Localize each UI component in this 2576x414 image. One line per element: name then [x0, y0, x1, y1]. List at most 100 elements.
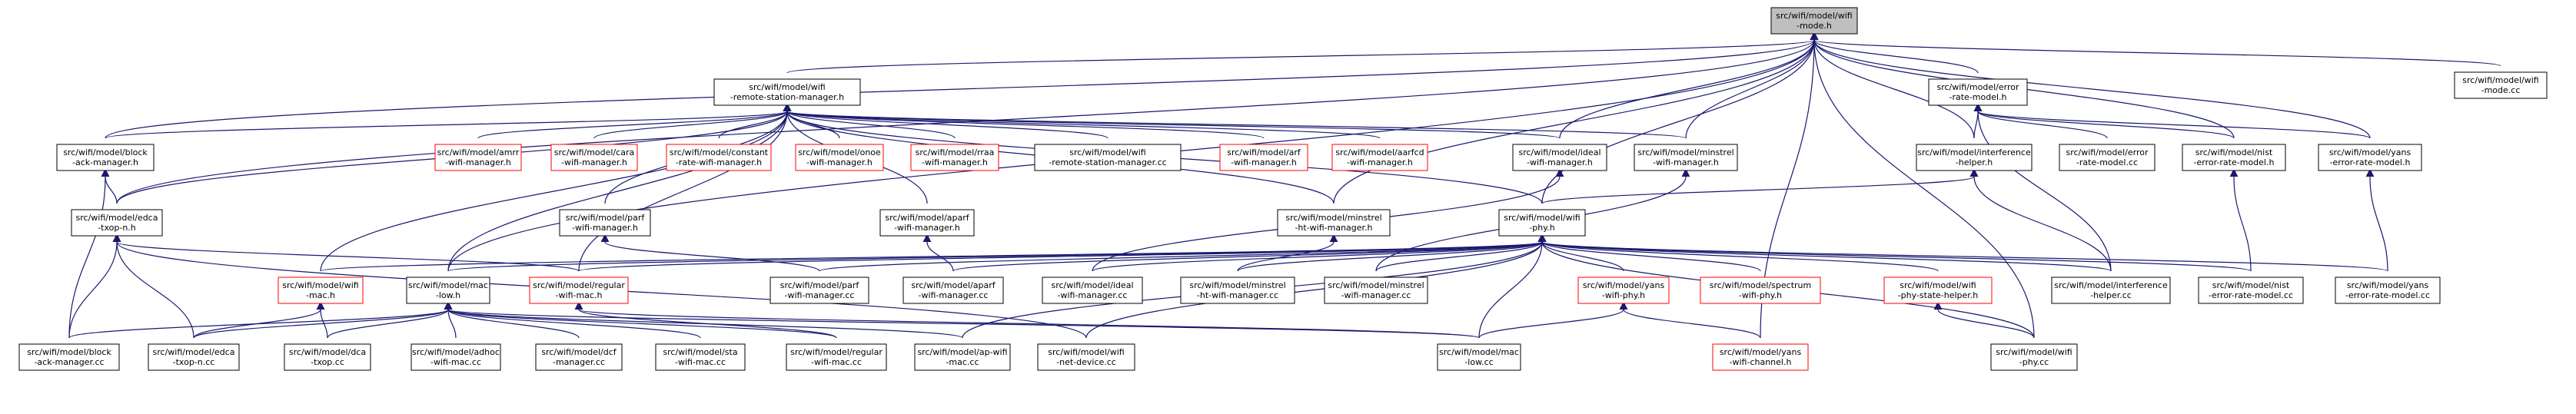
file-node-aarfcd-h[interactable]: src/wifi/model/aarfcd-wifi-manager.h [1331, 144, 1428, 171]
file-node-parf-h[interactable]: src/wifi/model/parf-wifi-manager.h [559, 209, 651, 237]
file-node-dca-cc[interactable]: src/wifi/model/dca-txop.cc [284, 343, 371, 371]
file-node-wrsm-cc[interactable]: src/wifi/model/wifi-remote-station-manag… [1034, 144, 1182, 171]
include-edge [68, 233, 121, 339]
file-node-wifi-mode-cc[interactable]: src/wifi/model/wifi-mode.cc [2454, 71, 2548, 99]
include-edge [1237, 233, 1547, 272]
file-node-label-2: -wifi-manager.h [1527, 157, 1593, 167]
file-node-rraa-h[interactable]: src/wifi/model/rraa-wifi-manager.h [910, 144, 999, 171]
file-node-amrr-h[interactable]: src/wifi/model/amrr-wifi-manager.h [434, 144, 522, 171]
file-node-error-rate-model-cc[interactable]: src/wifi/model/error-rate-model.cc [2059, 144, 2156, 171]
file-node-aparf-h[interactable]: src/wifi/model/aparf-wifi-manager.h [879, 209, 975, 237]
file-node-wifi-phy-h[interactable]: src/wifi/model/wifi-phy.h [1498, 209, 1586, 237]
file-node-label-1: src/wifi/model/wifi [2462, 75, 2538, 85]
file-node-label-2: -wifi-phy.h [1602, 290, 1645, 300]
nodes-layer: src/wifi/model/wifi-mode.h src/wifi/model… [18, 7, 2548, 371]
file-node-wrsm-h[interactable]: src/wifi/model/wifi-remote-station-manag… [713, 78, 861, 106]
file-node-label-2: -wifi-mac.cc [675, 357, 726, 367]
file-node-cara-h[interactable]: src/wifi/model/cara-wifi-manager.h [550, 144, 638, 171]
include-edge [101, 168, 118, 204]
include-edge [1810, 31, 2501, 67]
file-node-box [1577, 277, 1670, 304]
include-edge [193, 301, 453, 339]
file-node-label-2: -low.h [436, 290, 460, 300]
file-node-yans-channel-h[interactable]: src/wifi/model/yans-wifi-channel.h [1712, 343, 1809, 371]
file-node-label-2: -ht-wifi-manager.h [1295, 223, 1372, 233]
include-edge [1333, 31, 1819, 204]
file-node-label-2: -wifi-manager.h [572, 223, 638, 233]
file-node-label-2: -rate-model.cc [2076, 157, 2138, 167]
file-node-dcf-cc[interactable]: src/wifi/model/dcf-manager.cc [535, 343, 623, 371]
include-edge [1237, 233, 1338, 272]
file-node-error-rate-model-h[interactable]: src/wifi/model/error-rate-model.h [1928, 78, 2028, 106]
file-node-label-1: src/wifi/model/error [1936, 82, 2019, 92]
file-node-onoe-h[interactable]: src/wifi/model/onoe-wifi-manager.h [795, 144, 884, 171]
file-node-label-1: src/wifi/model/minstrel [1328, 280, 1424, 290]
file-node-label-1: src/wifi/model/adhoc [412, 347, 500, 357]
file-node-label-1: src/wifi/model/ap-wifi [917, 347, 1007, 357]
file-node-label-1: src/wifi/model/aparf [911, 280, 995, 290]
file-node-label-1: src/wifi/model/minstrel [1189, 280, 1285, 290]
file-node-nist-h[interactable]: src/wifi/model/nist-error-rate-model.h [2182, 144, 2286, 171]
include-edge [447, 233, 1547, 272]
include-edge [1537, 233, 1624, 272]
file-node-wifi-phy-cc[interactable]: src/wifi/model/wifi-phy.cc [1990, 343, 2078, 371]
file-node-label-2: -error-rate-model.cc [2345, 290, 2430, 300]
file-node-block-ack-manager-cc[interactable]: src/wifi/model/block-ack-manager.cc [18, 343, 120, 371]
file-node-label-1: src/wifi/model/minstrel [1637, 147, 1733, 157]
file-node-regular-mac-cc[interactable]: src/wifi/model/regular-wifi-mac.cc [786, 343, 887, 371]
file-node-label-1: src/wifi/model/yans [1583, 280, 1665, 290]
file-node-interference-cc[interactable]: src/wifi/model/interference-helper.cc [2051, 277, 2171, 304]
include-edge [952, 233, 1547, 272]
file-node-label-2: -ack-manager.h [72, 157, 138, 167]
file-node-arf-h[interactable]: src/wifi/model/arf-wifi-manager.h [1219, 144, 1308, 171]
file-node-minstrel-cc[interactable]: src/wifi/model/minstrel-wifi-manager.cc [1324, 277, 1428, 304]
file-node-box [1437, 343, 1521, 371]
file-node-constant-h[interactable]: src/wifi/model/constant-rate-wifi-manage… [666, 144, 772, 171]
file-node-minstrel-ht-h[interactable]: src/wifi/model/minstrel-ht-wifi-manager.… [1277, 209, 1391, 237]
file-node-regular-mac-h[interactable]: src/wifi/model/regular-wifi-mac.h [529, 277, 629, 304]
file-node-edca-cc[interactable]: src/wifi/model/edca-txop-n.cc [148, 343, 240, 371]
file-node-ap-mac-cc[interactable]: src/wifi/model/ap-wifi-mac.cc [914, 343, 1011, 371]
file-node-label-1: src/wifi/model/block [63, 147, 148, 157]
include-edge [1085, 233, 1547, 339]
file-node-nist-cc[interactable]: src/wifi/model/nist-error-rate-model.cc [2198, 277, 2304, 304]
file-node-yans-erm-cc[interactable]: src/wifi/model/yans-error-rate-model.cc [2335, 277, 2441, 304]
file-node-label-2: -rate-wifi-manager.h [676, 157, 762, 167]
file-node-block-ack-manager-h[interactable]: src/wifi/model/block-ack-manager.h [56, 144, 155, 171]
file-node-wifi-mode-h[interactable]: src/wifi/model/wifi-mode.h [1770, 7, 1858, 35]
file-node-box [1180, 277, 1295, 304]
file-node-minstrel-ht-cc[interactable]: src/wifi/model/minstrel-ht-wifi-manager.… [1180, 277, 1295, 304]
file-node-yans-phy-h[interactable]: src/wifi/model/yans-wifi-phy.h [1577, 277, 1670, 304]
file-node-net-device-cc[interactable]: src/wifi/model/wifi-net-device.cc [1037, 343, 1135, 371]
file-node-label-2: -remote-station-manager.h [730, 92, 844, 102]
file-node-label-2: -net-device.cc [1056, 357, 1116, 367]
file-node-interference-h[interactable]: src/wifi/model/interference-helper.h [1916, 144, 2033, 171]
file-node-yans-erm-h[interactable]: src/wifi/model/yans-error-rate-model.h [2318, 144, 2422, 171]
file-node-label-2: -wifi-manager.cc [1058, 290, 1128, 300]
include-edge [1541, 168, 1979, 204]
file-node-box [1042, 277, 1143, 304]
file-node-label-2: -wifi-manager.h [445, 157, 511, 167]
file-node-label-2: -wifi-manager.cc [785, 290, 855, 300]
file-node-label-1: src/wifi/model/aarfcd [1335, 147, 1424, 157]
file-node-minstrel-h[interactable]: src/wifi/model/minstrel-wifi-manager.h [1634, 144, 1738, 171]
file-node-mac-low-h[interactable]: src/wifi/model/mac-low.h [406, 277, 490, 304]
file-node-edca-h[interactable]: src/wifi/model/edca-txop-n.h [71, 209, 163, 237]
file-node-adhoc-cc[interactable]: src/wifi/model/adhoc-wifi-mac.cc [410, 343, 501, 371]
file-node-wifi-mac-h[interactable]: src/wifi/model/wifi-mac.h [278, 277, 364, 304]
file-node-box [529, 277, 629, 304]
include-edge [1933, 301, 2035, 339]
file-node-box [550, 144, 638, 171]
file-node-mac-low-cc[interactable]: src/wifi/model/mac-low.cc [1437, 343, 1521, 371]
include-edge [1537, 233, 2252, 272]
file-node-aparf-cc[interactable]: src/wifi/model/aparf-wifi-manager.cc [902, 277, 1004, 304]
file-node-sta-cc[interactable]: src/wifi/model/sta-wifi-mac.cc [655, 343, 746, 371]
file-node-phy-state-h[interactable]: src/wifi/model/wifi-phy-state-helper.h [1883, 277, 1993, 304]
include-edge [1810, 31, 1975, 139]
file-node-label-2: -txop-n.h [98, 223, 136, 233]
file-node-ideal-h[interactable]: src/wifi/model/ideal-wifi-manager.h [1512, 144, 1607, 171]
file-node-ideal-cc[interactable]: src/wifi/model/ideal-wifi-manager.cc [1042, 277, 1143, 304]
file-node-spectrum-h[interactable]: src/wifi/model/spectrum-wifi-phy.h [1700, 277, 1821, 304]
file-node-parf-cc[interactable]: src/wifi/model/parf-wifi-manager.cc [769, 277, 869, 304]
